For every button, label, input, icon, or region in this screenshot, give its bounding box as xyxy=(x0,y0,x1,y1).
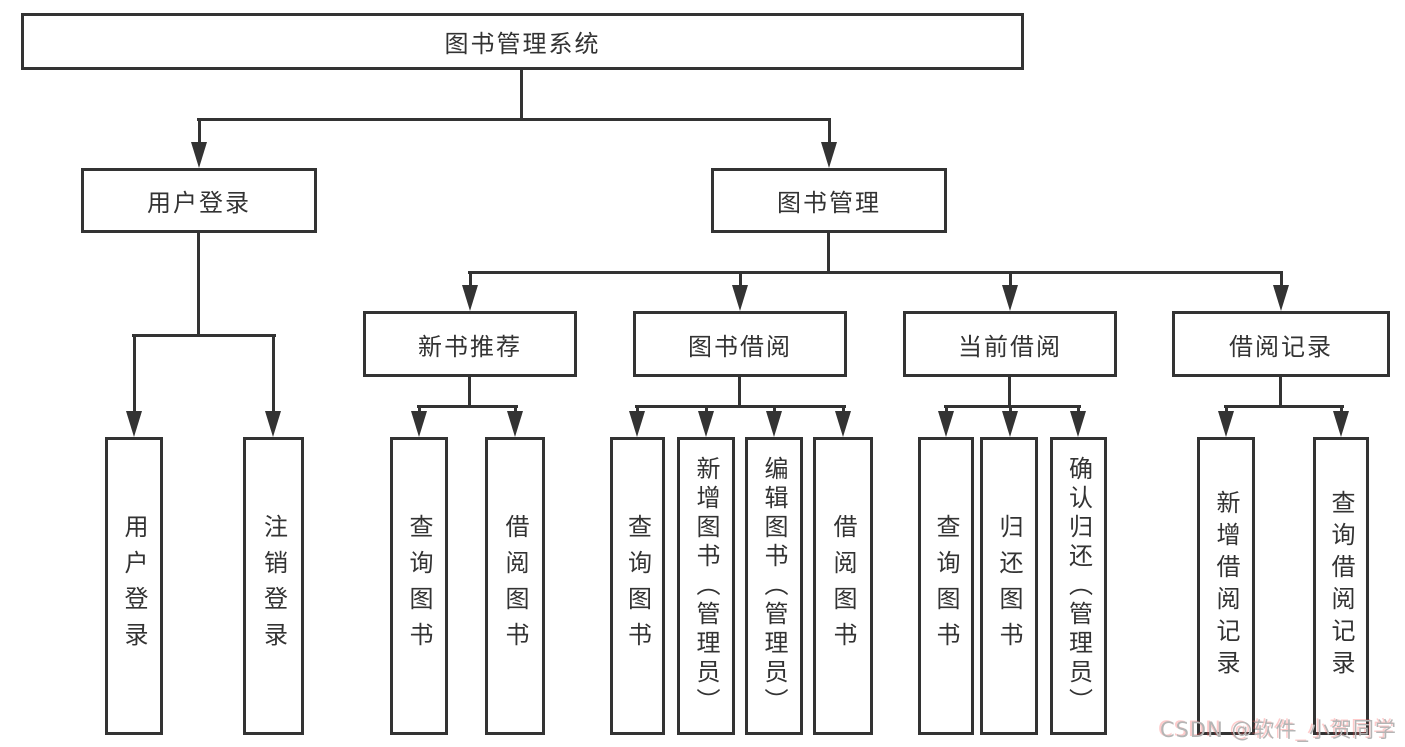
connector-vline xyxy=(468,376,471,408)
arrow-down-icon xyxy=(1070,411,1086,437)
connector-vline xyxy=(520,69,523,121)
arrow-stem xyxy=(514,405,517,413)
node-label: 借阅图书 xyxy=(501,514,529,658)
connector-vline xyxy=(197,232,200,336)
leaf-query-books-borrowing: 查询图书 xyxy=(610,437,665,735)
leaf-query-borrow-record: 查询借阅记录 xyxy=(1313,437,1369,735)
arrow-down-icon xyxy=(462,285,478,311)
node-book-borrowing: 图书借阅 xyxy=(633,311,847,377)
connector-hline xyxy=(132,334,276,337)
node-library-management-system: 图书管理系统 xyxy=(21,13,1024,70)
node-label: 确认归还（管理员） xyxy=(1064,455,1093,717)
arrow-down-icon xyxy=(126,411,142,437)
node-label: 借阅记录 xyxy=(1229,332,1333,361)
leaf-confirm-return-admin: 确认归还（管理员） xyxy=(1050,437,1107,735)
node-label: 用户登录 xyxy=(147,189,251,217)
arrow-stem xyxy=(1009,405,1012,413)
arrow-stem xyxy=(1225,405,1228,413)
node-label: 图书管理 xyxy=(777,189,881,217)
node-label: 注销登录 xyxy=(259,514,288,658)
connector-vline xyxy=(738,376,741,408)
node-label: 归还图书 xyxy=(995,514,1023,658)
connector-hline xyxy=(635,405,846,408)
connector-vline xyxy=(1008,376,1011,408)
connector-hline xyxy=(1224,405,1344,408)
arrow-stem xyxy=(773,405,776,413)
arrow-stem xyxy=(636,405,639,413)
arrow-stem xyxy=(198,118,201,144)
arrow-down-icon xyxy=(835,411,851,437)
arrow-stem xyxy=(272,334,275,413)
arrow-down-icon xyxy=(1002,285,1018,311)
node-label: 借阅图书 xyxy=(829,514,857,658)
node-current-borrowing: 当前借阅 xyxy=(903,311,1117,377)
leaf-borrow-books-recommend: 借阅图书 xyxy=(485,437,545,735)
leaf-add-book-admin: 新增图书（管理员） xyxy=(677,437,735,735)
leaf-user-login: 用户登录 xyxy=(105,437,163,735)
arrow-down-icon xyxy=(191,142,207,168)
arrow-stem xyxy=(469,271,472,287)
node-label: 图书管理系统 xyxy=(444,30,601,58)
connector-hline xyxy=(468,271,1283,274)
node-label: 新书推荐 xyxy=(418,332,522,361)
leaf-logout: 注销登录 xyxy=(243,437,304,735)
arrow-down-icon xyxy=(1218,411,1234,437)
arrow-down-icon xyxy=(1333,411,1349,437)
leaf-borrow-books-borrowing: 借阅图书 xyxy=(813,437,873,735)
arrow-stem xyxy=(945,405,948,413)
leaf-edit-book-admin: 编辑图书（管理员） xyxy=(745,437,803,735)
node-label: 查询图书 xyxy=(405,514,433,658)
arrow-stem xyxy=(418,405,421,413)
arrow-stem xyxy=(1340,405,1343,413)
node-label: 图书借阅 xyxy=(688,332,792,361)
leaf-query-books-recommend: 查询图书 xyxy=(390,437,448,735)
node-borrowing-records: 借阅记录 xyxy=(1172,311,1390,377)
node-label: 查询图书 xyxy=(932,514,960,658)
arrow-down-icon xyxy=(938,411,954,437)
arrow-down-icon xyxy=(629,411,645,437)
arrow-down-icon xyxy=(698,411,714,437)
connector-vline xyxy=(827,232,830,274)
arrow-stem xyxy=(739,271,742,287)
node-label: 当前借阅 xyxy=(958,332,1062,361)
arrow-stem xyxy=(828,118,831,144)
arrow-down-icon xyxy=(732,285,748,311)
arrow-down-icon xyxy=(1002,411,1018,437)
node-label: 用户登录 xyxy=(120,514,148,658)
arrow-down-icon xyxy=(507,411,523,437)
connector-hline xyxy=(197,118,831,121)
leaf-add-borrow-record: 新增借阅记录 xyxy=(1197,437,1255,735)
arrow-down-icon xyxy=(265,411,281,437)
arrow-down-icon xyxy=(821,142,837,168)
leaf-return-books: 归还图书 xyxy=(980,437,1038,735)
arrow-down-icon xyxy=(411,411,427,437)
node-label: 新增图书（管理员） xyxy=(692,455,720,717)
node-label: 查询借阅记录 xyxy=(1327,490,1355,682)
node-user-login: 用户登录 xyxy=(81,168,317,233)
arrow-stem xyxy=(842,405,845,413)
arrow-stem xyxy=(133,334,136,413)
node-new-book-recommendation: 新书推荐 xyxy=(363,311,577,377)
arrow-stem xyxy=(1009,271,1012,287)
arrow-down-icon xyxy=(1273,285,1289,311)
connector-hline xyxy=(417,405,518,408)
arrow-stem xyxy=(705,405,708,413)
node-label: 查询图书 xyxy=(623,514,652,658)
connector-hline xyxy=(944,405,1081,408)
leaf-query-books-current: 查询图书 xyxy=(918,437,974,735)
arrow-stem xyxy=(1077,405,1080,413)
node-label: 编辑图书（管理员） xyxy=(760,455,788,717)
node-label: 新增借阅记录 xyxy=(1212,490,1240,682)
node-book-management: 图书管理 xyxy=(711,168,947,233)
connector-vline xyxy=(1279,376,1282,408)
arrow-down-icon xyxy=(766,411,782,437)
arrow-stem xyxy=(1280,271,1283,287)
